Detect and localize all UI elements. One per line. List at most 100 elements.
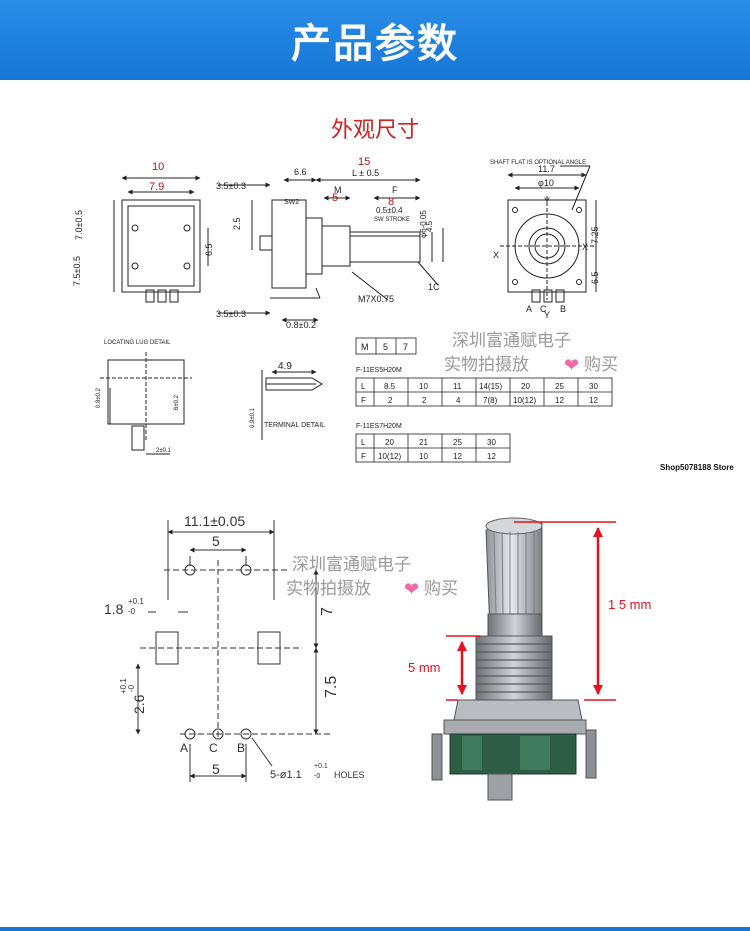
pcb-pin-c: C (209, 741, 218, 755)
pcb-holes-label: HOLES (334, 770, 365, 780)
table-m (355, 337, 417, 355)
dim-lug-2: 2±0.1 (156, 448, 172, 454)
bottom-rule (0, 927, 750, 931)
pcb-labels: 11.1±0.05 5 1.8 +0.1 -0 7 7.5 2.6 +0.1 -… (104, 513, 365, 781)
t1-r1-c3: 4 (456, 396, 461, 405)
t2-r0-c0: L (361, 438, 366, 447)
t2-r1-c0: F (361, 452, 366, 461)
side-view (218, 177, 444, 323)
t2-r1-c1: 10(12) (378, 452, 401, 461)
dim-l: L ± 0.5 (352, 168, 379, 178)
pcb-dim-2-6: 2.6 (131, 694, 147, 714)
dim-thread: M7X0.75 (358, 294, 394, 304)
dim-4-5: 4.5 (425, 220, 434, 232)
pcb-dim-5-bot: 5 (212, 761, 220, 777)
pcb-holes: 5-ø1.1 (270, 769, 302, 781)
watermark2-heart-icon: ❤ (404, 579, 419, 600)
pcb-pin-a: A (180, 741, 188, 755)
watermark-line1: 深圳富通赋电子 (452, 331, 571, 351)
pcb-dim-1-8-tol2: -0 (128, 607, 136, 616)
pcb-dim-7-5: 7.5 (323, 676, 340, 698)
dim-len-5: 5 (332, 192, 338, 204)
label-shaft-flat: SHAFT FLAT IS OPTIONAL ANGLE (490, 160, 586, 166)
dim-7-25: 7.25 (590, 226, 600, 244)
dim-1c: 1C (428, 282, 440, 292)
t1-r1-c6: 12 (555, 396, 564, 405)
t1-r0-c5: 20 (521, 382, 530, 391)
dim-0-9: 0.9±0.1 (250, 407, 256, 428)
photo-label-15mm: 1 5 mm (608, 597, 651, 612)
dim-m: M (334, 185, 342, 195)
dim-phi-6: φ6-0.05 (419, 210, 428, 238)
pcb-pin-b: B (237, 741, 245, 755)
table2-grid (355, 433, 511, 463)
watermark-line2: 实物拍摄放 (444, 355, 529, 375)
t1-r0-c7: 30 (589, 382, 598, 391)
encoder-photo (431, 517, 597, 801)
dim-2-5: 2.5 (232, 217, 242, 230)
t2-r1-c3: 12 (453, 452, 462, 461)
dim-lug-6: 6±0.2 (174, 394, 180, 410)
label-x-left: X (493, 250, 499, 260)
pcb-dim-1-8-tol: +0.1 (128, 597, 144, 606)
pin-c: C (540, 304, 547, 314)
terminal-detail (261, 369, 323, 440)
t2-r0-c3: 25 (453, 438, 462, 447)
photo-dimension-arrows (446, 521, 616, 701)
pcb-dim-1-8: 1.8 (104, 601, 124, 617)
dim-f: F (392, 185, 398, 195)
t1-r1-c0: F (361, 396, 366, 405)
pin-b: B (560, 304, 566, 314)
dim-len-8: 8 (388, 196, 394, 208)
label-stroke: SW STROKE (374, 217, 410, 223)
label-lug-detail: LOCATING LUG DETAIL (104, 340, 171, 346)
dim-4-9: 4.9 (278, 361, 292, 372)
watermark2-line3: 购买 (424, 579, 458, 599)
front-view (113, 175, 209, 303)
pcb-dim-11-1: 11.1±0.05 (184, 513, 245, 529)
lug-detail (100, 352, 192, 455)
dim-6-6: 6.6 (294, 167, 307, 177)
t1-r0-c0: L (361, 382, 366, 391)
t1-r1-c4: 7(8) (483, 396, 498, 405)
watermark2-line2: 实物拍摄放 (286, 579, 371, 599)
dim-lug-0-8: 0.8±0.2 (96, 387, 102, 408)
pcb-dim-7: 7 (319, 607, 336, 616)
table-m-cell-2: 7 (403, 342, 408, 352)
label-terminal-detail: TERMINAL DETAIL (264, 422, 325, 429)
t1-r1-c7: 12 (589, 396, 598, 405)
table-m-cell-0: M (361, 342, 369, 352)
table2-cells: L 20 21 25 30 F 10(12) 10 12 12 (361, 438, 496, 461)
end-view (500, 165, 597, 303)
watermark-line3: 购买 (584, 355, 618, 375)
t1-r0-c1: 8.5 (384, 382, 396, 391)
table2-title: F-11ES7H20M (356, 423, 402, 430)
dim-6-5-end: 6.5 (590, 271, 600, 284)
t2-r1-c2: 10 (419, 452, 428, 461)
dim-6-5: 6.5 (204, 243, 214, 256)
store-label: Shop5078188 Store (660, 463, 734, 472)
watermark2-line1: 深圳富通赋电子 (292, 555, 411, 575)
dim-phi-10: φ10 (538, 178, 554, 188)
pcb-dim-5-top: 5 (212, 533, 220, 549)
pcb-holes-tol: +0.1 (314, 763, 328, 770)
dim-3-5-top: 3.5±0.3 (216, 181, 246, 191)
t2-r0-c1: 20 (385, 438, 394, 447)
label-y-top: Y (544, 196, 550, 206)
pin-a: A (526, 304, 532, 314)
t1-r1-c5: 10(12) (513, 396, 536, 405)
page-title: 产品参数 (291, 21, 459, 67)
t2-r0-c4: 30 (487, 438, 496, 447)
pcb-dim-2-6-tol: +0.1 (119, 678, 128, 694)
label-y-bottom: Y (544, 310, 550, 320)
t1-r1-c1: 2 (388, 396, 393, 405)
t1-r1-c2: 2 (422, 396, 427, 405)
label-sw2: SW2 (284, 199, 299, 206)
table-m-cell-1: 5 (383, 342, 388, 352)
t1-r0-c4: 14(15) (479, 382, 502, 391)
section-title: 外观尺寸 (330, 118, 419, 143)
pcb-holes-tol2: -0 (314, 773, 320, 780)
watermark-heart-icon: ❤ (564, 355, 579, 376)
dim-width-7-9: 7.9 (149, 181, 164, 193)
